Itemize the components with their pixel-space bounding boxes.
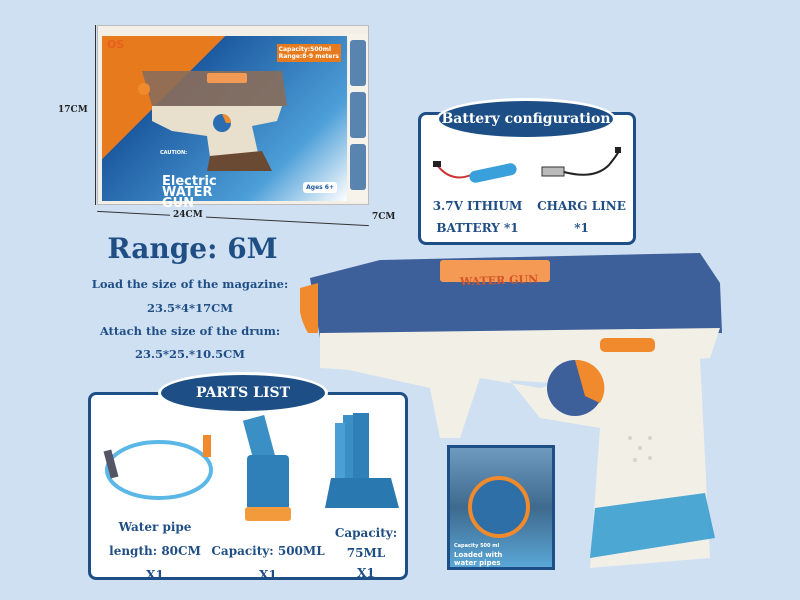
brand-logo: OS [107, 38, 125, 51]
dimension-line [95, 25, 96, 205]
dimension-height: 17CM [58, 105, 88, 115]
charge-line-item-label: CHARG LINE*1 [537, 199, 626, 235]
inset-caption: Loaded with water pipes [454, 551, 503, 567]
gun-slide-text: WATER GUN [459, 272, 539, 289]
dimension-depth: 7CM [372, 212, 396, 222]
water-pipe-image [103, 435, 213, 500]
drum-size-value: 23.5*25.*10.5CM [135, 347, 245, 361]
box-side [348, 34, 368, 202]
inset-drum-image [468, 476, 530, 538]
box-caution-label: CAUTION: [160, 150, 188, 156]
dimension-width: 24CM [170, 210, 206, 220]
magazine-size-label: Load the size of the magazine: [91, 277, 289, 291]
dimension-line [97, 210, 369, 227]
water-gun-image [300, 253, 722, 568]
magazine-size-value: 23.5*4*17CM [147, 301, 233, 315]
battery-image [433, 161, 517, 183]
parts-list-title: PARTS LIST [158, 372, 328, 414]
inset-label: Capacity 500 ml [454, 543, 500, 549]
charging-cable-image [541, 147, 621, 177]
magazine-image [242, 415, 291, 521]
range-heading: Range: 6M [107, 232, 278, 265]
box-gun-illustration [138, 71, 287, 171]
battery-panel-title: Battery configuration [436, 98, 616, 140]
drum-size-label: Attach the size of the drum: [99, 324, 281, 338]
drum-image [325, 413, 399, 508]
age-badge: Ages 6+ [303, 182, 337, 193]
inset-photo: Capacity 500 ml Loaded with water pipes [447, 445, 555, 570]
